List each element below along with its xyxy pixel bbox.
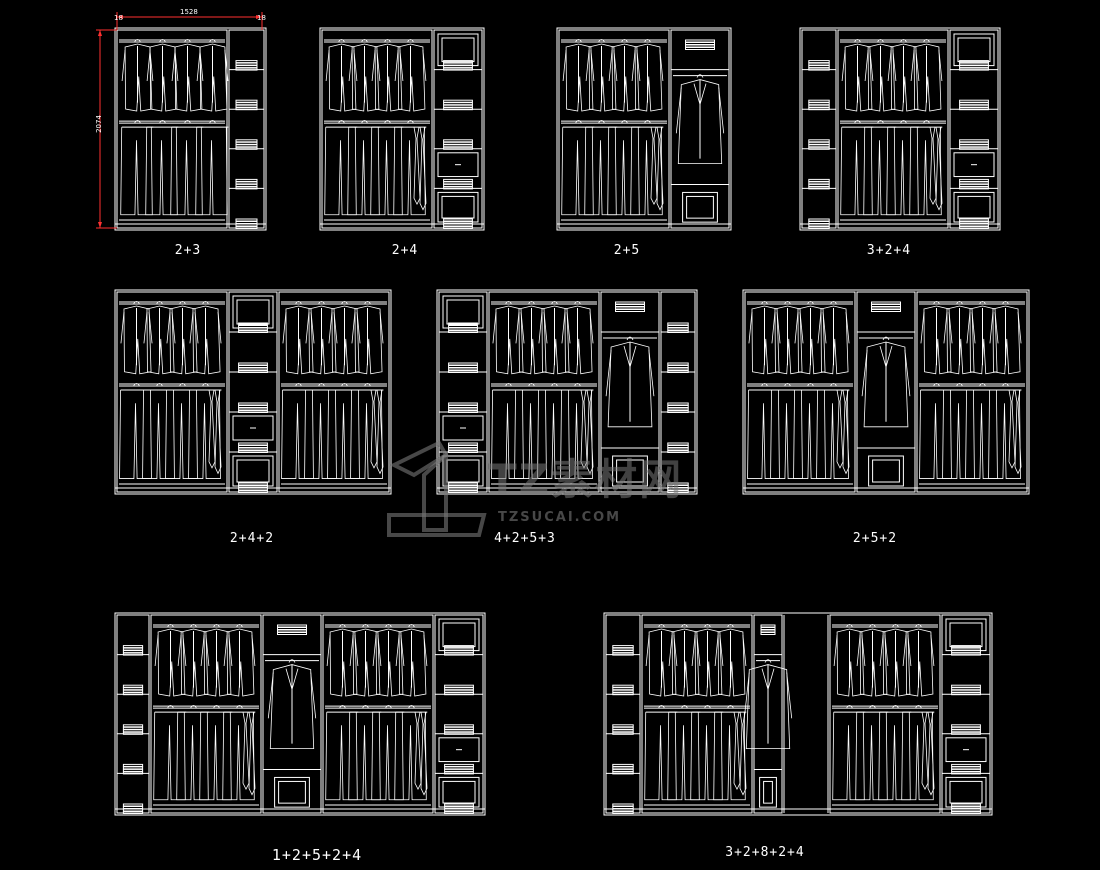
unit-label-5: 4+2+5+3 xyxy=(494,531,556,546)
unit-label-3: 3+2+4 xyxy=(866,243,912,258)
height-dimension-text: 2074 xyxy=(94,115,103,133)
wardrobe-unit-3 xyxy=(799,27,1001,231)
wardrobe-unit-2 xyxy=(556,27,732,231)
wardrobe-unit-6 xyxy=(742,289,1030,495)
unit-label-7: 1+2+5+2+4 xyxy=(271,846,363,864)
wardrobe-unit-7 xyxy=(114,612,486,816)
wardrobe-unit-5 xyxy=(436,289,698,495)
wardrobe-unit-1 xyxy=(319,27,485,231)
unit-label-1: 2+4 xyxy=(391,243,419,258)
unit-label-6: 2+5+2 xyxy=(852,531,898,546)
width-dimension-text: 1528 xyxy=(180,8,198,16)
wardrobe-unit-8 xyxy=(603,612,993,816)
unit-label-2: 2+5 xyxy=(613,243,641,258)
unit-label-4: 2+4+2 xyxy=(229,531,275,546)
wardrobe-unit-0 xyxy=(114,27,267,231)
left-side-dimension-text: 18 xyxy=(114,14,123,22)
wardrobe-unit-4 xyxy=(114,289,392,495)
unit-label-8: 3+2+8+2+4 xyxy=(725,845,805,860)
watermark-subtext: TZSUCAI.COM xyxy=(498,510,622,525)
watermark-text: TZ素材网 xyxy=(488,455,684,504)
dimension-lines xyxy=(96,12,263,229)
unit-label-0: 2+3 xyxy=(174,243,202,258)
right-side-dimension-text: 18 xyxy=(257,14,266,22)
